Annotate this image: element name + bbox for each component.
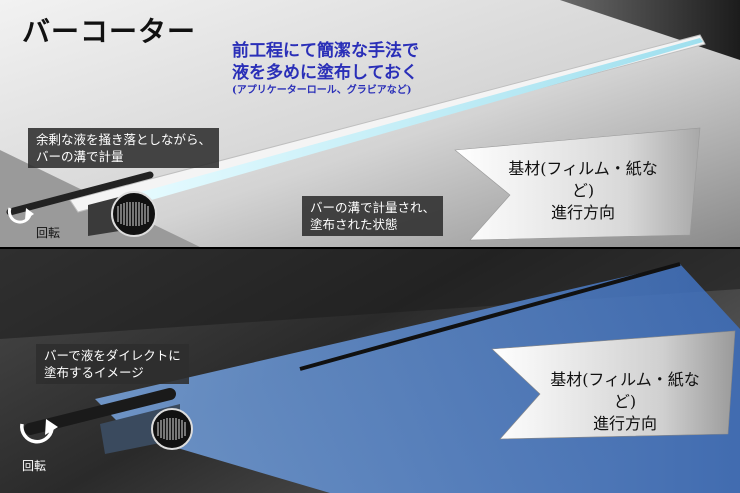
direction-arrow-icon [491, 330, 736, 440]
top-panel: バーコーター 前工程にて簡潔な手法で 液を多めに塗布しておく (アプリケーターロ… [0, 0, 740, 247]
pre-coating-note-line2: 液を多めに塗布しておく [232, 63, 418, 83]
bottom-panel: バーで液をダイレクトに 塗布するイメージ 基材(フィルム・紙など) 進行方向 回… [0, 249, 740, 493]
bottom-direction-line1: 基材(フィルム・紙など) [550, 370, 700, 411]
top-direction-line2: 進行方向 [550, 203, 615, 222]
pre-coating-note-line1: 前工程にて簡潔な手法で [232, 41, 419, 61]
direct-callout-line2: 塗布するイメージ [44, 365, 144, 380]
top-rail [299, 262, 681, 371]
metered-callout-line1: バーの溝で計量され、 [310, 200, 436, 215]
rotation-arrow-icon [7, 207, 34, 224]
pre-coating-note: 前工程にて簡潔な手法で 液を多めに塗布しておく (アプリケーターロール、グラビア… [232, 40, 419, 98]
direction-arrow-icon [454, 127, 701, 241]
bottom-rotation-label: 回転 [22, 459, 47, 473]
pre-coating-note-line3: (アプリケーターロール、グラビアなど) [232, 85, 412, 96]
groove-detail-icon [151, 408, 193, 450]
page-title: バーコーター [22, 15, 197, 48]
direct-callout: バーで液をダイレクトに 塗布するイメージ [36, 344, 189, 384]
top-rotation-label: 回転 [36, 226, 61, 240]
bottom-direction-line2: 進行方向 [592, 414, 657, 433]
bottom-direction-label: 基材(フィルム・紙など) 進行方向 [540, 369, 710, 435]
substrate-film [69, 34, 706, 213]
direct-callout-line1: バーで液をダイレクトに [44, 348, 181, 363]
coating-bar [6, 171, 154, 216]
bottom-panel-illustration [0, 249, 740, 493]
scrape-callout: 余剰な液を掻き落としながら、 バーの溝で計量 [28, 128, 220, 168]
scrape-callout-line1: 余剰な液を掻き落としながら、 [36, 132, 212, 147]
metered-callout-line2: 塗布された状態 [310, 217, 398, 232]
groove-detail-icon [111, 191, 157, 237]
coating-bar-direct [24, 388, 176, 435]
rotation-arrow-icon [20, 419, 58, 444]
top-direction-line1: 基材(フィルム・紙など) [508, 159, 658, 200]
scrape-callout-line2: バーの溝で計量 [36, 149, 124, 164]
metered-callout: バーの溝で計量され、 塗布された状態 [302, 196, 444, 236]
top-panel-illustration [0, 0, 740, 247]
top-direction-label: 基材(フィルム・紙など) 進行方向 [498, 158, 668, 224]
panel-divider [0, 247, 740, 249]
coating-layer [130, 38, 703, 205]
